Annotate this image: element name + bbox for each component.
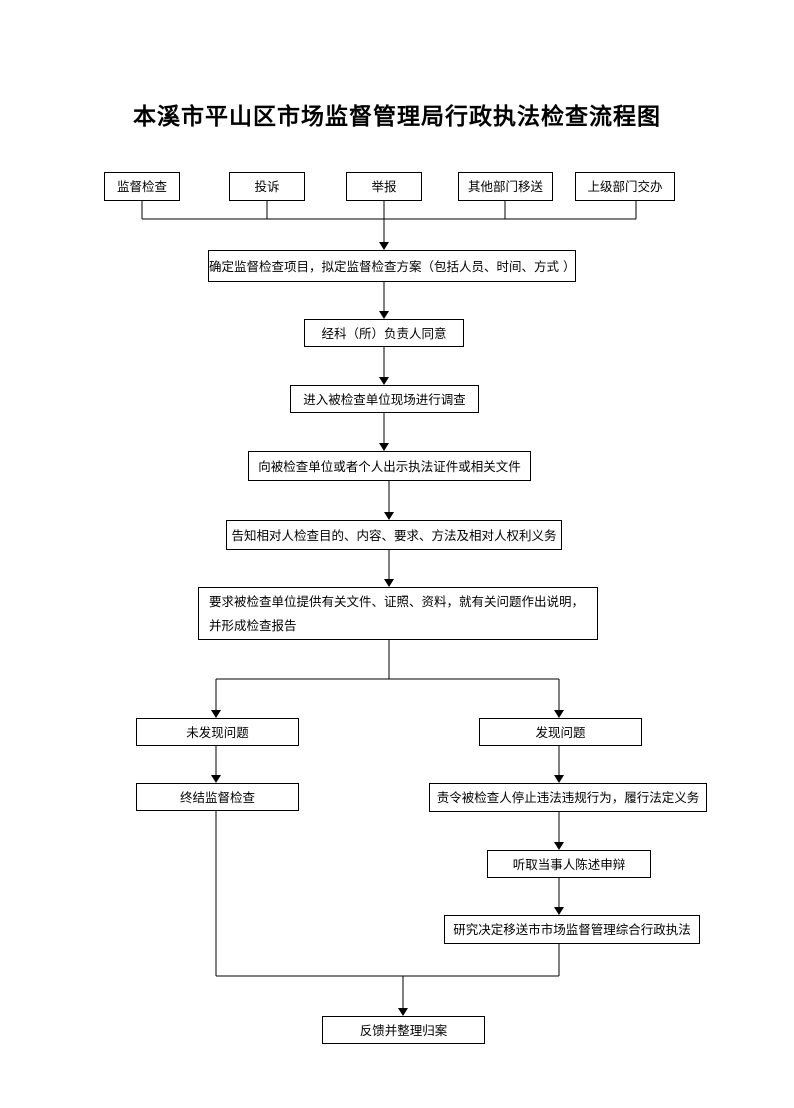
archive-box: 反馈并整理归案 — [322, 1016, 485, 1044]
order-stop-box: 责令被检查人停止违法违规行为，履行法定义务 — [429, 783, 707, 812]
terminate-box: 终结监督检查 — [136, 783, 299, 811]
page-title: 本溪市平山区市场监督管理局行政执法检查流程图 — [133, 104, 661, 130]
transfer-box: 研究决定移送市市场监督管理综合行政执法 — [444, 915, 700, 944]
step-notify-box: 告知相对人检查目的、内容、要求、方法及相对人权利义务 — [226, 520, 562, 550]
source-complaint-box: 投诉 — [229, 172, 305, 201]
step-plan-box: 确定监督检查项目，拟定监督检查方案（包括人员、时间、方式 ） — [208, 250, 576, 282]
step-approval-box: 经科（所）负责人同意 — [304, 319, 464, 347]
source-other-dept-box: 其他部门移送 — [458, 172, 553, 201]
step-report-box: 要求被检查单位提供有关文件、证照、资料，就有关问题作出说明，并形成检查报告 — [198, 587, 598, 640]
hearing-box: 听取当事人陈述申辩 — [487, 850, 651, 878]
source-supervision-box: 监督检查 — [104, 172, 180, 201]
step-onsite-box: 进入被检查单位现场进行调查 — [290, 385, 479, 413]
issue-found-box: 发现问题 — [479, 718, 642, 746]
step-credentials-box: 向被检查单位或者个人出示执法证件或相关文件 — [248, 451, 531, 481]
source-superior-box: 上级部门交办 — [575, 172, 675, 201]
source-report-box: 举报 — [346, 172, 422, 201]
no-issue-box: 未发现问题 — [136, 718, 299, 746]
